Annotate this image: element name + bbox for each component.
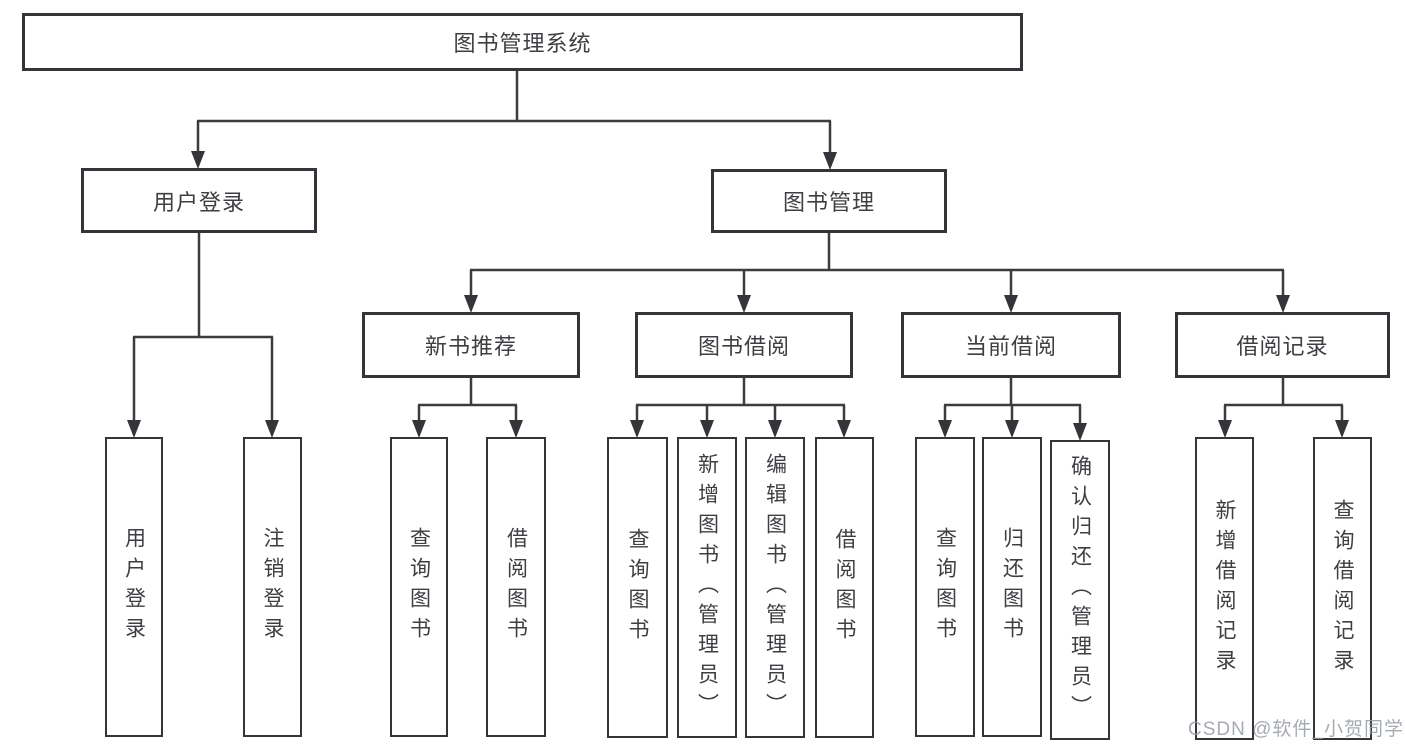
leaf-query-books: 查询图书 (390, 437, 448, 737)
leaf-borrow-books: 借阅图书 (815, 437, 874, 738)
leaf-label: 借阅图书 (504, 527, 528, 647)
leaf-user-login: 用户登录 (105, 437, 163, 737)
arrowheads (127, 151, 1349, 441)
node-library-management-system: 图书管理系统 (22, 13, 1023, 71)
leaf-query-books: 查询图书 (607, 437, 668, 738)
leaf-confirm-return-admin: 确认归还（管理员） (1050, 440, 1110, 740)
node-new-book-recommendation: 新书推荐 (362, 312, 580, 378)
leaf-label: 借阅图书 (833, 527, 856, 648)
leaf-label: 归还图书 (1000, 527, 1024, 647)
connector-user-login-children (132, 233, 274, 425)
connector-new-book-children (417, 378, 518, 425)
leaf-label: 用户登录 (122, 527, 146, 647)
leaf-label: 查询图书 (933, 527, 957, 647)
node-label: 当前借阅 (964, 334, 1057, 359)
node-label: 借阅记录 (1236, 334, 1329, 359)
connector-root-to-level1 (196, 71, 832, 157)
node-label: 用户登录 (152, 189, 245, 215)
node-label: 图书管理系统 (453, 31, 592, 56)
node-borrowing-records: 借阅记录 (1175, 312, 1390, 378)
node-current-borrowing: 当前借阅 (901, 312, 1121, 378)
leaf-label: 新增借阅记录 (1213, 498, 1236, 679)
leaf-label: 新增图书（管理员） (695, 452, 719, 723)
leaf-label: 查询借阅记录 (1331, 498, 1354, 679)
leaf-logout: 注销登录 (243, 437, 302, 737)
connector-borrow-records-children (1223, 378, 1344, 425)
connector-book-borrow-children (635, 378, 846, 425)
node-user-login: 用户登录 (81, 168, 317, 233)
leaf-edit-books-admin: 编辑图书（管理员） (745, 437, 805, 738)
leaf-add-books-admin: 新增图书（管理员） (677, 437, 737, 738)
leaf-query-borrow-record: 查询借阅记录 (1313, 437, 1372, 740)
csdn-watermark: CSDN @软件_小贺同学 (1188, 719, 1404, 740)
leaf-label: 编辑图书（管理员） (763, 452, 787, 723)
leaf-return-books: 归还图书 (982, 437, 1042, 737)
connector-current-borrow-children (943, 378, 1082, 428)
leaf-label: 注销登录 (261, 527, 284, 647)
leaf-label: 确认归还（管理员） (1068, 455, 1092, 725)
leaf-label: 查询图书 (626, 527, 649, 648)
leaf-add-borrow-record: 新增借阅记录 (1195, 437, 1254, 740)
node-label: 图书管理 (782, 190, 875, 215)
node-book-management: 图书管理 (711, 169, 947, 233)
connector-book-mgmt-level2 (469, 233, 1285, 300)
node-label: 新书推荐 (424, 334, 517, 359)
leaf-label: 查询图书 (407, 527, 431, 647)
node-book-borrowing: 图书借阅 (635, 312, 853, 378)
node-label: 图书借阅 (697, 334, 790, 359)
leaf-borrow-books: 借阅图书 (486, 437, 546, 737)
leaf-query-books: 查询图书 (915, 437, 975, 737)
